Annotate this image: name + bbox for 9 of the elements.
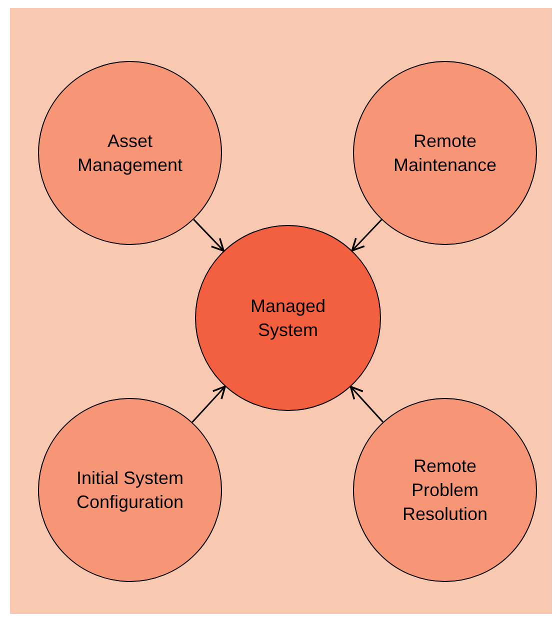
arrow bbox=[192, 386, 226, 423]
node-label: Remote Maintenance bbox=[392, 130, 498, 177]
node-label: Managed System bbox=[249, 295, 327, 342]
arrow bbox=[350, 386, 384, 423]
node-label: Initial System Configuration bbox=[75, 467, 185, 514]
node-label: Remote Problem Resolution bbox=[401, 455, 489, 526]
node-label: Asset Management bbox=[76, 130, 184, 177]
arrow bbox=[351, 219, 382, 252]
arrow bbox=[193, 218, 225, 252]
